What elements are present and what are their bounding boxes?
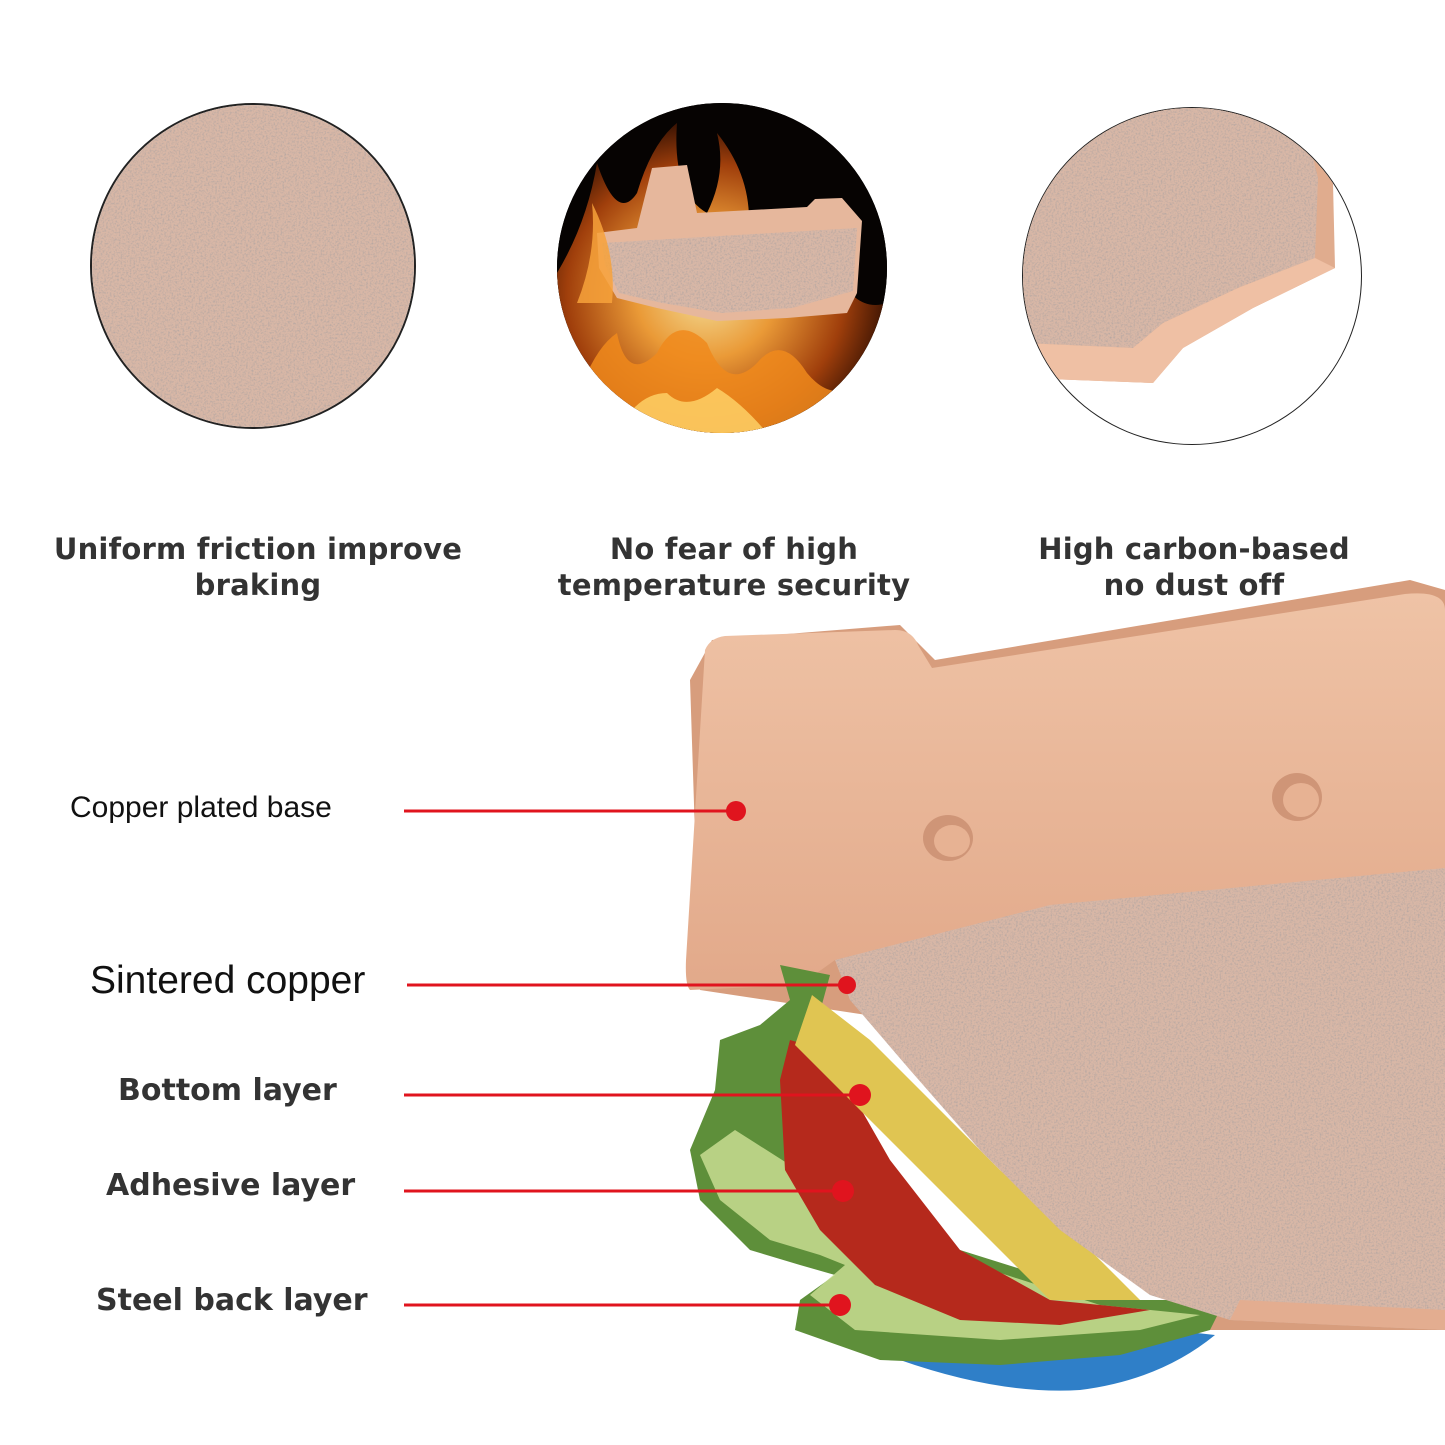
adhesive-layer-shape <box>780 1040 1150 1325</box>
leader-dot-base <box>726 801 746 821</box>
sintered-copper-edge <box>1230 1300 1445 1330</box>
feature-caption-friction: Uniform friction improve braking <box>53 532 463 602</box>
label-steel-back-layer: Steel back layer <box>96 1283 368 1318</box>
leader-dot-adhesive <box>832 1180 854 1202</box>
steel-back-layer-shape <box>690 965 1225 1365</box>
sintered-copper-shape <box>835 868 1445 1330</box>
label-copper-plated-base: Copper plated base <box>70 791 332 824</box>
mount-hole-right-inner <box>1283 783 1319 817</box>
leader-dot-sintered <box>838 976 856 994</box>
label-bottom-layer: Bottom layer <box>118 1073 337 1108</box>
leader-dot-bottom <box>849 1084 871 1106</box>
mount-hole-left-inner <box>934 825 970 857</box>
feature-caption-carbon: High carbon-based no dust off <box>1038 532 1350 602</box>
feature-caption-temperature: No fear of high temperature security <box>557 532 911 602</box>
pad-edge-icon <box>1022 107 1362 445</box>
flame-pad-icon <box>557 103 887 433</box>
leader-dot-steel <box>829 1294 851 1316</box>
friction-texture-icon <box>90 103 416 429</box>
label-sintered-copper: Sintered copper <box>90 959 366 1002</box>
label-adhesive-layer: Adhesive layer <box>106 1168 356 1203</box>
